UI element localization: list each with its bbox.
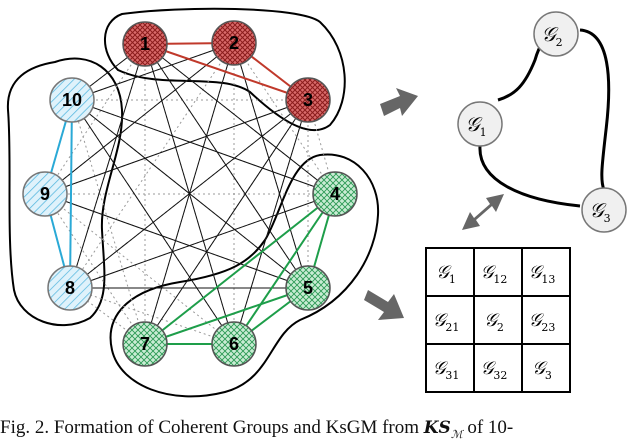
- group-node-2: [533, 11, 579, 57]
- dark-edge: [71, 99, 309, 289]
- caption-prefix: Fig. 2. Formation of Coherent Groups and…: [0, 417, 424, 438]
- dark-edge: [44, 193, 309, 289]
- group-node-3: [581, 187, 627, 233]
- matrix-cell: [473, 295, 523, 345]
- bus-node-label: 7: [140, 334, 150, 354]
- bus-node-9: [22, 171, 68, 217]
- bus-nodes: 1 2 3 4 5 6 7 8 9 10: [22, 20, 358, 367]
- bus-node-label: 4: [330, 184, 340, 204]
- caption-math-sub: ℳ: [450, 428, 463, 441]
- group-enclosure-green: [109, 153, 380, 398]
- bus-node-label: 6: [229, 334, 239, 354]
- bus-node-8: [47, 265, 93, 311]
- matrix-cell: [521, 247, 571, 297]
- dark-edge: [144, 42, 235, 345]
- dotted-edge: [69, 287, 235, 345]
- caption-math: KS: [423, 418, 451, 438]
- dark-edge: [144, 43, 336, 195]
- dotted-edge: [69, 42, 235, 289]
- dark-edge: [44, 99, 309, 195]
- bus-node-3: [285, 77, 331, 123]
- dark-edge: [233, 42, 309, 289]
- bus-node-label: 3: [303, 90, 313, 110]
- figure-caption: Fig. 2. Formation of Coherent Groups and…: [0, 417, 640, 443]
- dark-edge: [144, 43, 309, 289]
- group-edge-1-3: [478, 145, 581, 208]
- group-edge: [233, 193, 336, 345]
- bus-node-label: 8: [65, 278, 75, 298]
- dotted-edge: [44, 193, 146, 345]
- dark-edge: [71, 42, 235, 101]
- dark-edge: [71, 99, 235, 345]
- bus-node-5: [285, 265, 331, 311]
- bus-node-7: [122, 321, 168, 367]
- bus-node-label: 2: [229, 33, 239, 53]
- bus-node-label: 5: [303, 278, 313, 298]
- dark-edge: [44, 42, 235, 195]
- dotted-edge: [71, 99, 146, 345]
- bus-node-4: [312, 171, 358, 217]
- bidirectional-arrow: [462, 194, 504, 230]
- group-edge-2-3: [579, 28, 611, 191]
- group-edge: [144, 193, 336, 345]
- dark-edge: [69, 193, 336, 289]
- matrix-cell: [473, 343, 523, 393]
- dotted-edge: [44, 43, 146, 195]
- group-node-1: [457, 101, 503, 147]
- inter-group-edges: [44, 42, 336, 345]
- bus-node-label: 10: [62, 90, 82, 110]
- caption-suffix: of 10-: [462, 417, 514, 438]
- matrix-cell: [425, 247, 475, 297]
- group-edge: [144, 43, 309, 101]
- matrix-cell: [521, 343, 571, 393]
- bus-node-label: 9: [40, 184, 50, 204]
- group-edge: [144, 287, 309, 345]
- dotted-edge: [44, 193, 235, 345]
- dark-edge: [144, 99, 309, 345]
- group-edge: [69, 99, 73, 289]
- arrow-to-matrix: [364, 290, 404, 320]
- dark-edge: [69, 43, 146, 289]
- bus-node-1: [122, 21, 168, 67]
- dark-edge: [233, 99, 309, 345]
- bus-node-label: 1: [140, 34, 150, 54]
- bus-node-10: [49, 77, 95, 123]
- arrow-to-group-graph: [380, 88, 418, 116]
- group-enclosure-red: [104, 7, 346, 132]
- group-enclosure-blue: [6, 57, 124, 327]
- bus-node-2: [211, 20, 257, 66]
- bus-node-6: [211, 321, 257, 367]
